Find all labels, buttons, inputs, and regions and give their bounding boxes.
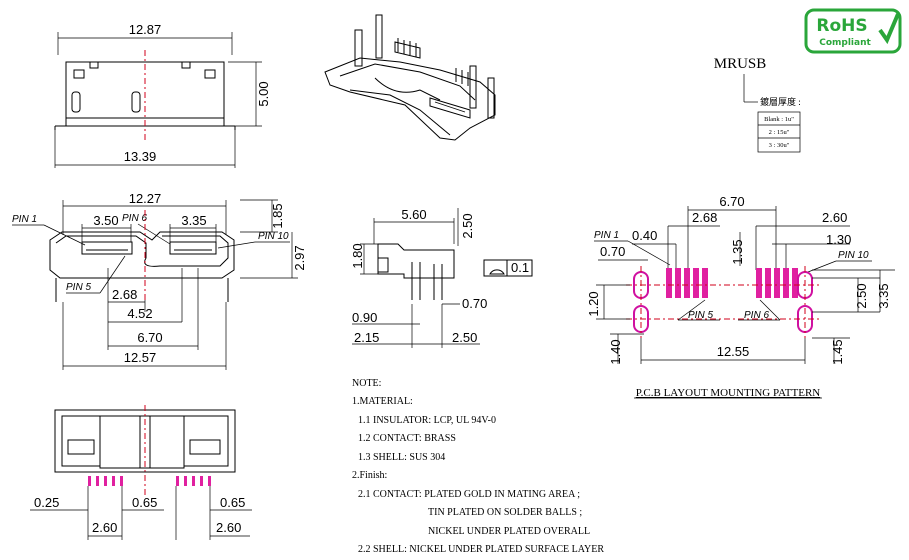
- dim-bottom-065-left: 0.65: [132, 495, 157, 510]
- dim-top-width: 12.87: [129, 22, 162, 37]
- plating-option-2: 2 : 15u": [769, 129, 790, 136]
- note-line: 1.3 SHELL: SUS 304: [358, 452, 445, 463]
- dim-side-250: 2.50: [452, 330, 477, 345]
- dim-side-width: 5.60: [401, 207, 426, 222]
- dim-bottom-width: 13.39: [124, 149, 157, 164]
- dim-front-height-a: 1.85: [270, 203, 285, 228]
- dim-bottom-065-right: 0.65: [220, 495, 245, 510]
- dim-pcb-335: 3.35: [876, 283, 891, 308]
- pcb-label-pin-5: PIN 5: [688, 310, 713, 321]
- dim-side-215: 2.15: [354, 330, 379, 345]
- note-line: TIN PLATED ON SOLDER BALLS ;: [428, 507, 582, 518]
- dim-top-height: 5.00: [256, 81, 271, 106]
- dim-side-height-top: 2.50: [460, 213, 475, 238]
- part-name: MRUSB: [714, 56, 767, 72]
- dim-front-width: 12.27: [129, 191, 162, 206]
- plating-option-3: 3 : 30u": [769, 142, 790, 149]
- rohs-text: RoHS: [816, 16, 867, 36]
- pcb-layout: 6.70 2.68 2.60 PIN 1 0.40 0.70 1.30 PIN …: [586, 194, 895, 399]
- dim-front-d2: 4.52: [127, 306, 152, 321]
- dim-front-d4: 12.57: [124, 350, 157, 365]
- dim-pcb-140: 1.40: [608, 339, 623, 364]
- note-line: NICKEL UNDER PLATED OVERALL: [428, 526, 590, 537]
- pcb-title: P.C.B LAYOUT MOUNTING PATTERN: [636, 387, 821, 399]
- dim-bottom-260-right: 2.60: [216, 520, 241, 535]
- dim-pin-span-left: 3.50: [93, 213, 118, 228]
- dim-bottom-260-left: 2.60: [92, 520, 117, 535]
- notes-block: NOTE: 1.MATERIAL: 1.1 INSULATOR: LCP, UL…: [352, 378, 604, 555]
- note-line: 1.1 INSULATOR: LCP, UL 94V-0: [358, 415, 496, 426]
- pcb-label-pin-10: PIN 10: [838, 250, 869, 261]
- rohs-compliant-logo: RoHS Compliant: [804, 8, 902, 54]
- dim-pcb-250: 2.50: [854, 283, 869, 308]
- pcb-pad-row-right: [756, 268, 798, 298]
- dim-front-d3: 6.70: [137, 330, 162, 345]
- note-line: NOTE:: [352, 378, 381, 389]
- dim-pcb-130: 1.30: [826, 232, 851, 247]
- check-icon: [878, 13, 900, 45]
- dim-pcb-040: 0.40: [632, 228, 657, 243]
- dim-pcb-120: 1.20: [586, 291, 601, 316]
- dim-side-070: 0.70: [462, 296, 487, 311]
- dim-side-090: 0.90: [352, 310, 377, 325]
- label-pin-10: PIN 10: [258, 231, 289, 242]
- pcb-label-pin-1: PIN 1: [594, 230, 619, 241]
- plating-label: 鍍層厚度 :: [760, 96, 801, 107]
- label-pin-5: PIN 5: [66, 282, 91, 293]
- dim-bottom-025: 0.25: [34, 495, 59, 510]
- label-pin-1: PIN 1: [12, 214, 37, 225]
- plating-option-1: Blank : 1u": [764, 116, 794, 123]
- dim-pcb-1255: 12.55: [717, 344, 750, 359]
- pcb-label-pin-6: PIN 6: [744, 310, 769, 321]
- flatness-value: 0.1: [511, 260, 529, 275]
- dim-pcb-145: 1.45: [830, 339, 845, 364]
- dim-pcb-268: 2.68: [692, 210, 717, 225]
- dim-pcb-260: 2.60: [822, 210, 847, 225]
- front-view: 12.27 3.50 3.35 PIN 1 PIN 6 PIN 10 PIN 5…: [12, 191, 307, 370]
- dim-front-d1: 2.68: [112, 287, 137, 302]
- isometric-view: [324, 14, 496, 141]
- dim-pcb-070: 0.70: [600, 244, 625, 259]
- pcb-pad-row-left: [666, 268, 708, 298]
- note-line: 1.2 CONTACT: BRASS: [358, 433, 456, 444]
- note-line: 2.Finish:: [352, 470, 387, 481]
- note-line: 2.1 CONTACT: PLATED GOLD IN MATING AREA …: [358, 489, 580, 500]
- dim-pin-span-right: 3.35: [181, 213, 206, 228]
- note-line: 2.2 SHELL: NICKEL UNDER PLATED SURFACE L…: [358, 544, 604, 555]
- dim-pcb-670: 6.70: [719, 194, 744, 209]
- bottom-pins-right: [176, 476, 211, 486]
- dim-pcb-135: 1.35: [730, 239, 745, 264]
- side-view: 5.60 2.50 1.80 0.1 0.70 0.90 2.15 2.50: [350, 207, 533, 348]
- bottom-view: 0.25 0.65 2.60 0.65 2.60: [30, 405, 252, 540]
- bottom-pins-left: [88, 476, 123, 486]
- rohs-sub-text: Compliant: [819, 38, 871, 48]
- dim-front-height-b: 2.97: [292, 245, 307, 270]
- dim-side-height-left: 1.80: [350, 243, 365, 268]
- part-number-block: MRUSB 鍍層厚度 : Blank : 1u" 2 : 15u" 3 : 30…: [714, 56, 801, 153]
- label-pin-6: PIN 6: [122, 213, 147, 224]
- top-view: 12.87 5.00 13.39: [54, 22, 271, 168]
- note-line: 1.MATERIAL:: [352, 396, 413, 407]
